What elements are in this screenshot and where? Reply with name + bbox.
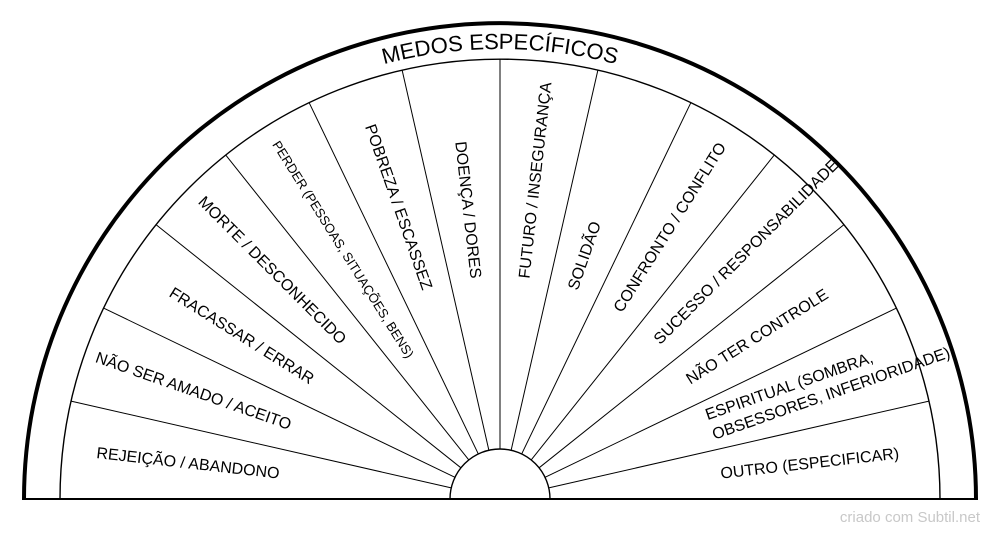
- sector-label-7: DOENÇA / DORES: [451, 140, 483, 279]
- sector-divider: [70, 400, 452, 489]
- sector-label-text: POBREZA / ESCASSEZ: [361, 122, 435, 292]
- sector-divider: [530, 154, 775, 461]
- sector-divider: [510, 69, 599, 451]
- sector-label-9: SOLIDÃO: [562, 219, 604, 293]
- sector-label-text: SUCESSO / RESPONSABILIDADE: [651, 157, 842, 348]
- sector-divider: [103, 307, 456, 478]
- sector-divider: [155, 224, 462, 469]
- sector-label-8: FUTURO / INSEGURANÇA: [516, 81, 555, 279]
- center-hub: [449, 448, 551, 500]
- credit-text: criado com Subtil.net: [839, 509, 980, 526]
- sector-label-11: SUCESSO / RESPONSABILIDADE: [651, 157, 842, 348]
- sector-divider: [548, 400, 930, 489]
- sector-label-1: REJEIÇÃO / ABANDONO: [96, 442, 281, 482]
- sector-divider: [538, 224, 845, 469]
- sector-label-text: REJEIÇÃO / ABANDONO: [96, 442, 281, 482]
- sector-label-text: FUTURO / INSEGURANÇA: [516, 81, 555, 279]
- sector-label-text: DOENÇA / DORES: [451, 140, 483, 279]
- sector-divider: [401, 69, 490, 451]
- sector-label-6: POBREZA / ESCASSEZ: [361, 122, 435, 292]
- sector-divider: [225, 154, 470, 461]
- sector-label-text: OUTRO (ESPECIFICAR): [720, 446, 900, 483]
- sector-divider: [544, 307, 897, 478]
- sector-label-14: OUTRO (ESPECIFICAR): [720, 446, 900, 483]
- sector-divider: [521, 102, 692, 455]
- sector-label-text: SOLIDÃO: [562, 219, 604, 293]
- sector-divider: [308, 102, 479, 455]
- chart-shapes: [22, 21, 978, 500]
